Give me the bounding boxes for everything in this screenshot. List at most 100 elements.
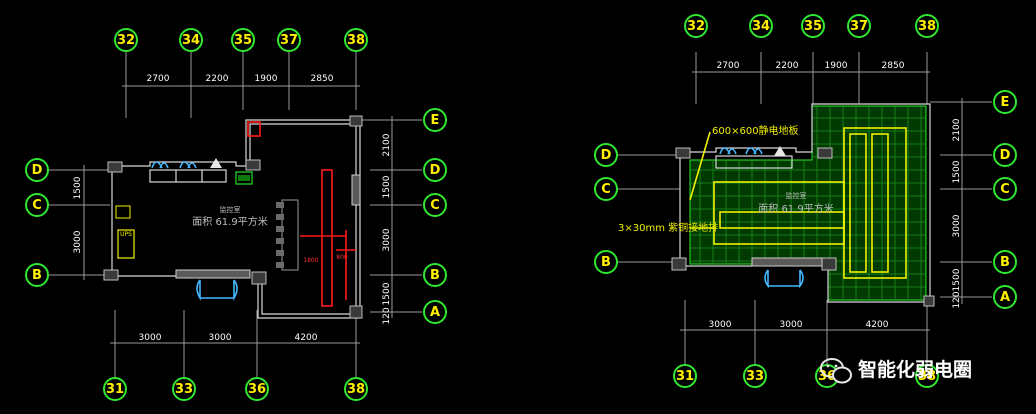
right-axis-label-32: 32 — [687, 19, 705, 34]
right-dim-bottom-2: 4200 — [866, 320, 889, 330]
right-dim-top-2: 1900 — [825, 61, 848, 71]
raised-floor-grid — [689, 105, 927, 301]
right-axis-bubble-33 — [743, 364, 767, 388]
right-axis-label-C: C — [601, 182, 611, 197]
right-room-name: 监控室 — [786, 191, 807, 200]
left-axis-label-31: 31 — [106, 382, 124, 397]
right-axis-label-D: D — [1000, 148, 1011, 163]
right-axis-label-37: 37 — [850, 19, 868, 34]
right-axis-label-38: 38 — [918, 369, 936, 384]
dimension-texts: 2700 2200 1900 2850 3000 3000 4200 1500 3000 2100… — [73, 61, 962, 343]
left-axis-bubble-C — [423, 193, 447, 217]
left-room-area: 面积 61.9平方米 — [192, 215, 267, 228]
right-dim-top-1: 2200 — [776, 61, 799, 71]
left-dim-right-2: 3000 — [382, 228, 392, 251]
right-axis-bubble-37 — [847, 14, 871, 38]
left-axis-label-D: D — [32, 163, 43, 178]
left-axis-bubble-33 — [172, 377, 196, 401]
right-axis-label-B: B — [1000, 255, 1010, 270]
left-dim-left-1: 3000 — [73, 230, 83, 253]
left-axis-bubble-31 — [103, 377, 127, 401]
watermark-text: 智能化弱电圈 — [858, 358, 972, 381]
right-axis-label-34: 34 — [752, 19, 770, 34]
left-axis-bubble-B — [25, 263, 49, 287]
left-axis-label-A: A — [430, 305, 440, 320]
right-axis-bubble-B — [594, 250, 618, 274]
left-dim-left-0: 1500 — [73, 176, 83, 199]
left-axis-label-E: E — [431, 113, 440, 128]
left-dim-top-3: 2850 — [311, 74, 334, 84]
left-dim-right-3: 1500 — [382, 282, 392, 305]
left-axis-bubble-C — [25, 193, 49, 217]
left-axis-bubble-D — [25, 158, 49, 182]
left-axis-label-C: C — [32, 198, 42, 213]
watermark: 智能化弱电圈 — [820, 358, 972, 384]
left-dim-top-2: 1900 — [255, 74, 278, 84]
left-axis-bubble-B — [423, 263, 447, 287]
left-axis-label-D: D — [430, 163, 441, 178]
right-axis-label-D: D — [601, 148, 612, 163]
right-axis-bubble-D — [594, 143, 618, 167]
right-axis-bubble-D — [993, 143, 1017, 167]
right-axis-bubble-38 — [915, 14, 939, 38]
right-dim-bottom-0: 3000 — [709, 320, 732, 330]
right-axis-label-31: 31 — [676, 369, 694, 384]
rack-row — [276, 199, 299, 271]
right-dim-top-3: 2850 — [882, 61, 905, 71]
right-dim-top-0: 2700 — [717, 61, 740, 71]
floor-note: 600×600静电地板 — [712, 124, 799, 137]
red-dim-b: 800 — [336, 254, 348, 261]
grounding-strips — [713, 127, 907, 279]
left-axis-label-38: 38 — [347, 33, 365, 48]
left-dim-right-1: 1500 — [382, 175, 392, 198]
left-axis-label-34: 34 — [182, 33, 200, 48]
left-axis-label-B: B — [32, 268, 42, 283]
right-dim-right-1: 1500 — [952, 160, 962, 183]
left-axis-bubble-38 — [344, 377, 368, 401]
wechat-icon — [820, 358, 852, 384]
left-dim-top-1: 2200 — [206, 74, 229, 84]
right-axis-label-A: A — [1000, 290, 1010, 305]
right-axis-label-35: 35 — [804, 19, 822, 34]
left-axis-label-35: 35 — [234, 33, 252, 48]
left-axis-label-37: 37 — [280, 33, 298, 48]
right-dim-right-3: 1500 — [952, 268, 962, 291]
left-room-name: 监控室 — [220, 205, 241, 214]
left-axis-label-36: 36 — [248, 382, 266, 397]
left-axis-bubble-35 — [231, 28, 255, 52]
left-axis-label-C: C — [430, 198, 440, 213]
right-axis-label-C: C — [1000, 182, 1010, 197]
right-plan: 600×600静电地板 3×30mm 紫铜接地排 监控室 面积 61.9平方米 — [618, 52, 992, 378]
right-axis-bubble-B — [993, 250, 1017, 274]
left-axis-label-38: 38 — [347, 382, 365, 397]
left-dim-right-4: 120 — [382, 307, 392, 324]
cable-tray: 1800 800 — [247, 121, 356, 307]
red-dim-a: 1800 — [303, 257, 318, 264]
left-axis-bubble-E — [423, 108, 447, 132]
right-dim-right-2: 3000 — [952, 214, 962, 237]
right-axis-bubble-32 — [684, 14, 708, 38]
right-room-area: 面积 61.9平方米 — [758, 202, 833, 215]
strip-note: 3×30mm 紫铜接地排 — [618, 221, 718, 234]
left-dim-bottom-0: 3000 — [139, 333, 162, 343]
right-axis-bubble-34 — [749, 14, 773, 38]
left-axis-label-32: 32 — [117, 33, 135, 48]
left-dim-right-0: 2100 — [382, 133, 392, 156]
right-axis-label-B: B — [601, 255, 611, 270]
right-dim-right-4: 120 — [952, 291, 962, 308]
right-axis-bubble-A — [993, 285, 1017, 309]
right-axis-bubble-31 — [673, 364, 697, 388]
left-plan: UPS 1800 800 监控室 面积 61.9平方米 — [48, 52, 422, 378]
left-axis-bubble-36 — [245, 377, 269, 401]
ups-label: UPS — [120, 231, 132, 238]
left-axis-label-33: 33 — [175, 382, 193, 397]
right-dim-right-0: 2100 — [952, 118, 962, 141]
right-axis-bubble-E — [993, 90, 1017, 114]
left-axis-bubble-32 — [114, 28, 138, 52]
left-axis-bubble-A — [423, 300, 447, 324]
left-dim-bottom-1: 3000 — [209, 333, 232, 343]
right-axis-label-E: E — [1001, 95, 1010, 110]
right-axis-label-33: 33 — [746, 369, 764, 384]
